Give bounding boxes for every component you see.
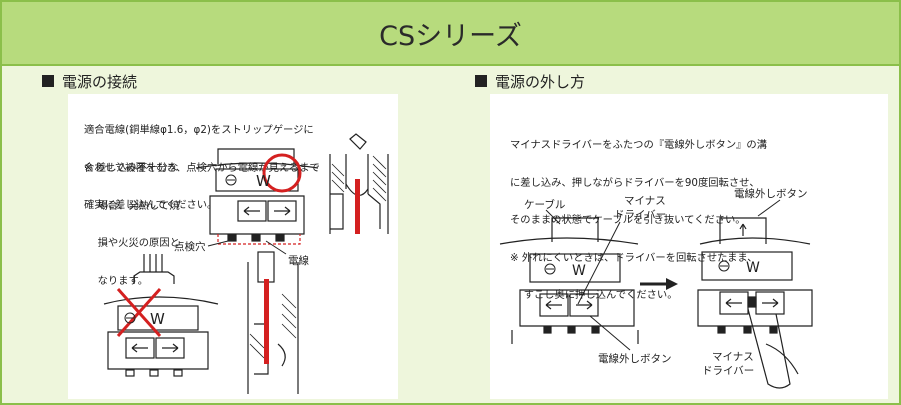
connect-heading-text: 電源の接続 bbox=[62, 72, 138, 91]
disconnect-instruction-line: に差し込み、押しながらドライバーを90度回転させ、 bbox=[510, 176, 760, 189]
release-button-label-bottom: 電線外しボタン bbox=[598, 352, 672, 365]
connect-warning-line: なります。 bbox=[84, 274, 149, 287]
arrow-head-icon bbox=[666, 278, 678, 290]
ground-symbol-icon bbox=[544, 263, 556, 275]
cross-mark-line bbox=[116, 288, 162, 337]
connect-warning-line: 場合、発熱して焼 bbox=[84, 199, 180, 212]
connect-diagram: W W 点検穴 電線 bbox=[103, 133, 389, 394]
inspection-hole-label: 点検穴 bbox=[174, 240, 206, 253]
wire-red-top bbox=[355, 179, 360, 234]
screwdriver-label-b1: マイナス bbox=[712, 351, 754, 363]
disconnect-panel: マイナスドライバーをふたつの『電線外しボタン』の溝 に差し込み、押しながらドライ… bbox=[490, 94, 888, 399]
wire-label: 電線 bbox=[288, 254, 309, 267]
page-title: CSシリーズ bbox=[2, 2, 899, 66]
terminal-w-mark: W bbox=[256, 172, 271, 190]
disconnect-instruction-line: そのままの状態でケーブルを引き抜いてください。 bbox=[510, 214, 746, 226]
cable-label: ケーブル bbox=[524, 198, 565, 211]
section-heading-disconnect: 電源の外し方 bbox=[475, 70, 585, 92]
connect-warning-line: ※ 差し込み不十分な bbox=[84, 162, 179, 174]
disconnect-heading-text: 電源の外し方 bbox=[495, 72, 586, 91]
ground-symbol-icon bbox=[225, 174, 237, 186]
disconnect-instructions: マイナスドライバーをふたつの『電線外しボタン』の溝 に差し込み、押しながらドライ… bbox=[510, 114, 767, 327]
square-bullet-icon bbox=[475, 75, 487, 87]
terminal-w-mark: W bbox=[572, 263, 586, 279]
terminal-w-mark: W bbox=[150, 310, 165, 328]
connect-warning-line: 損や火災の原因と bbox=[84, 237, 180, 249]
screwdriver-label-1: マイナス bbox=[624, 195, 666, 207]
screwdriver-label-b2: ドライバー bbox=[702, 365, 754, 377]
connect-instruction-line: 適合電線(銅単線φ1.6，φ2)をストリップゲージに bbox=[84, 124, 314, 136]
ground-symbol-icon bbox=[124, 312, 136, 324]
connect-instruction-line: 確実に差し込んでください。 bbox=[84, 199, 218, 211]
wire-red-bottom bbox=[264, 279, 269, 364]
release-button-label-top: 電線外しボタン bbox=[734, 187, 808, 200]
square-bullet-icon bbox=[42, 75, 54, 87]
connect-warning: ※ 差し込み不十分な 場合、発熱して焼 損や火災の原因と なります。 bbox=[84, 137, 180, 312]
section-heading-connect: 電源の接続 bbox=[42, 70, 137, 92]
connect-panel: 適合電線(銅単線φ1.6，φ2)をストリップゲージに 合わせて被覆をむき、点検穴… bbox=[68, 94, 398, 399]
terminal-w-mark: W bbox=[746, 260, 760, 276]
disconnect-instruction-line: マイナスドライバーをふたつの『電線外しボタン』の溝 bbox=[510, 139, 768, 151]
screwdriver-label-2: ドライバー bbox=[614, 209, 666, 221]
disconnect-instruction-line: すこし奥に押し込んでください。 bbox=[510, 289, 678, 301]
disconnect-diagram: W W ケーブル マイナス ドライバー 電線外しボタン 電線外しボタン マイナス… bbox=[499, 187, 813, 389]
inspection-highlight-circle bbox=[262, 153, 302, 193]
ground-symbol-icon bbox=[718, 260, 730, 272]
